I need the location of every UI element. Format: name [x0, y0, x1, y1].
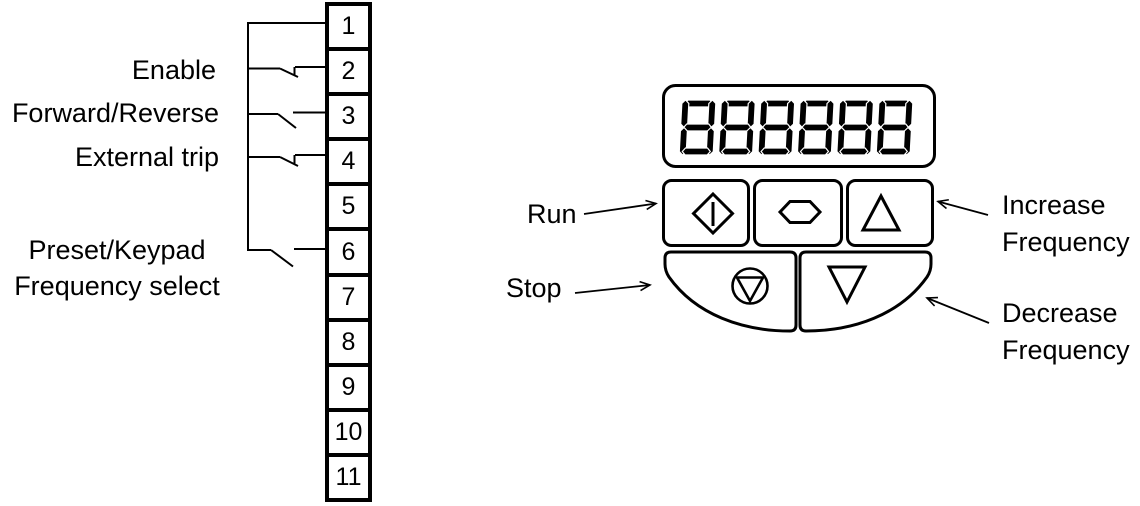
diamond-start-icon: [691, 191, 735, 236]
preset-keypad-frequency-select-label: Preset/Keypad Frequency select: [0, 232, 234, 304]
increase-frequency-arrow: [936, 198, 989, 216]
terminal-1: 1: [325, 2, 372, 52]
forward-reverse-label: Forward/Reverse: [11, 98, 219, 128]
stop-button[interactable]: [663, 250, 798, 333]
decrease-frequency-arrow: [925, 296, 990, 324]
terminal-5: 5: [325, 182, 372, 232]
common-bus-wire: [247, 22, 325, 251]
terminal-9: 9: [325, 362, 372, 412]
terminal-block: 1 2 3 4 5 6 7 8 9 10 11: [325, 2, 372, 503]
stop-arrow: [574, 280, 652, 294]
external-trip-label: External trip: [74, 142, 219, 172]
enable-label: Enable: [131, 55, 216, 85]
decrease-frequency-label-line2: Frequency: [1002, 335, 1130, 365]
decrease-frequency-label-line1: Decrease: [1002, 298, 1118, 328]
mode-button[interactable]: [753, 179, 843, 247]
stop-label: Stop: [506, 273, 562, 303]
preset-keypad-label-line2: Frequency select: [14, 271, 220, 301]
terminal-4: 4: [325, 137, 372, 187]
terminal-6: 6: [325, 227, 372, 277]
increase-frequency-label: Increase Frequency: [1002, 187, 1130, 261]
terminal-3: 3: [325, 92, 372, 142]
hexagon-mode-icon: [777, 200, 823, 224]
run-button[interactable]: [662, 179, 750, 247]
preset-keypad-label-line1: Preset/Keypad: [28, 235, 206, 265]
stop-circle-icon: [731, 267, 769, 305]
increase-frequency-label-line2: Frequency: [1002, 227, 1130, 257]
terminal-8: 8: [325, 317, 372, 367]
terminal-7: 7: [325, 272, 372, 322]
decrease-frequency-button[interactable]: [798, 250, 933, 333]
triangle-up-icon: [860, 192, 902, 232]
external-trip-switch: [248, 154, 325, 167]
run-arrow: [583, 199, 658, 215]
terminal-2: 2: [325, 47, 372, 97]
forward-reverse-switch: [248, 111, 325, 129]
increase-frequency-label-line1: Increase: [1002, 190, 1106, 220]
run-label: Run: [527, 199, 577, 229]
enable-switch: [248, 66, 325, 78]
triangle-down-icon: [826, 265, 868, 306]
preset-keypad-switch: [270, 248, 325, 268]
decrease-frequency-label: Decrease Frequency: [1002, 295, 1130, 369]
terminal-10: 10: [325, 407, 372, 457]
terminal-11: 11: [325, 452, 372, 503]
